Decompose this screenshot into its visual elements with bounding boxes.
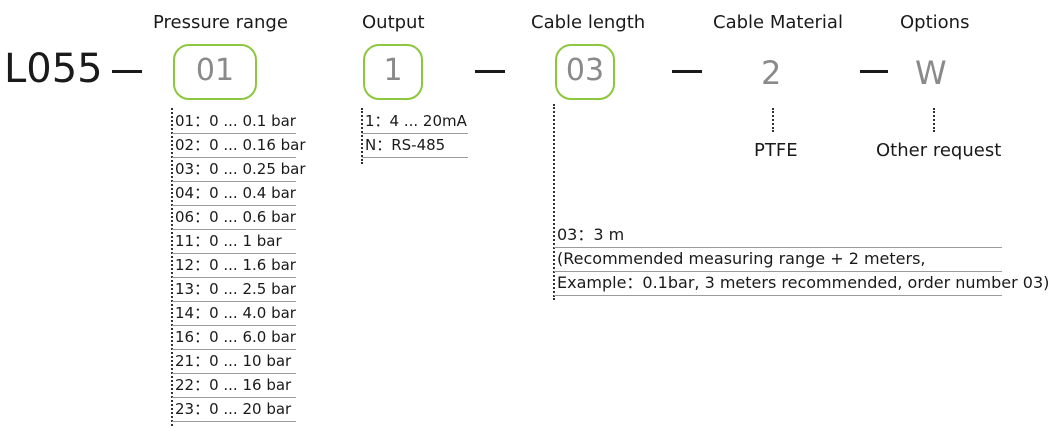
output-connector-line [361,108,363,164]
pressure-range-list: 01：0 ... 0.1 bar 02：0 ... 0.16 bar 03：0 … [172,110,306,422]
pressure-connector-line [171,108,173,426]
list-item: 06：0 ... 0.6 bar [172,206,296,230]
list-item: 22：0 ... 16 bar [172,374,296,398]
model-code: L055 [4,46,103,92]
pressure-code-box: 01 [173,44,257,100]
cable-material-connector-line [772,108,774,132]
list-item: 16：0 ... 6.0 bar [172,326,296,350]
cable-length-heading: Cable length [531,12,646,33]
output-heading: Output [362,12,425,33]
separator-dash [860,70,888,73]
list-item: 14：0 ... 4.0 bar [172,302,296,326]
output-list: 1：4 ... 20mA N：RS-485 [362,110,468,158]
list-item: 03：3 m [554,224,1002,248]
separator-dash [672,70,702,73]
options-code: W [915,54,947,92]
cable-material-value: PTFE [754,140,798,161]
separator-dash [112,70,142,73]
list-item: 12：0 ... 1.6 bar [172,254,296,278]
output-code-box: 1 [363,44,423,100]
cable-length-code-box: 03 [555,44,615,100]
list-item: Example：0.1bar, 3 meters recommended, or… [554,272,1049,296]
separator-dash [475,70,505,73]
cable-length-connector-line [553,104,555,300]
options-value: Other request [876,140,1002,161]
options-connector-line [933,108,935,132]
pressure-range-heading: Pressure range [153,12,288,33]
list-item: 02：0 ... 0.16 bar [172,134,306,158]
list-item: N：RS-485 [362,134,468,158]
list-item: (Recommended measuring range + 2 meters, [554,248,1002,272]
list-item: 1：4 ... 20mA [362,110,468,134]
options-heading: Options [900,12,970,33]
list-item: 04：0 ... 0.4 bar [172,182,296,206]
list-item: 01：0 ... 0.1 bar [172,110,296,134]
list-item: 13：0 ... 2.5 bar [172,278,296,302]
cable-length-notes: 03：3 m (Recommended measuring range + 2 … [554,224,1049,296]
list-item: 23：0 ... 20 bar [172,398,296,422]
list-item: 03：0 ... 0.25 bar [172,158,306,182]
list-item: 11：0 ... 1 bar [172,230,296,254]
cable-material-code: 2 [761,54,782,92]
cable-material-heading: Cable Material [713,12,843,33]
list-item: 21：0 ... 10 bar [172,350,296,374]
